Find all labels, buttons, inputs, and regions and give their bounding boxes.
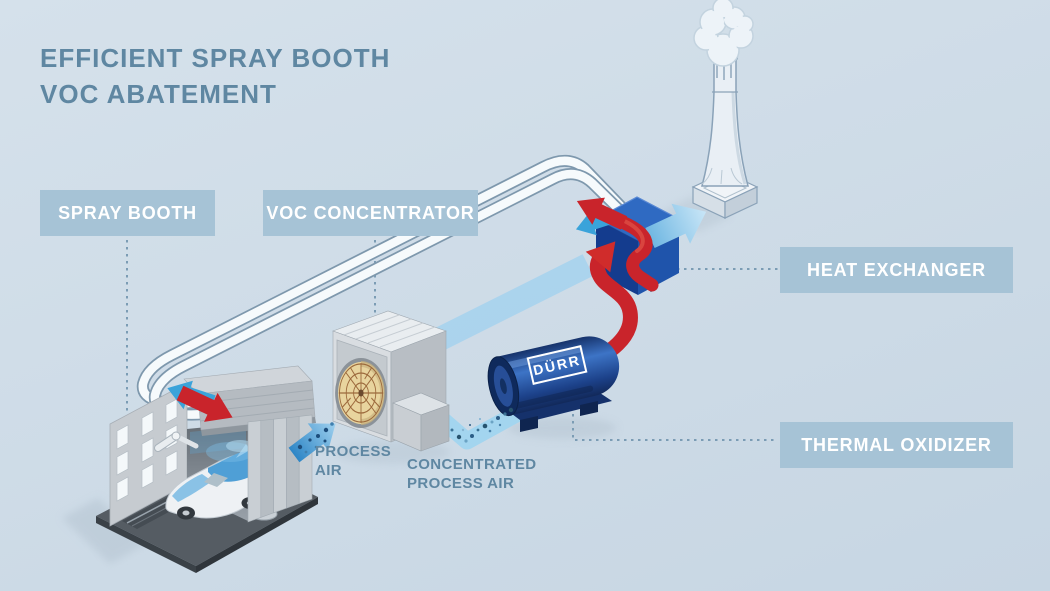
hot-gas-band: [566, 250, 638, 378]
clean-air-arrow-shape: [645, 203, 707, 248]
rotor-wheel: [335, 358, 387, 428]
leader-thermal-oxidizer: [572, 400, 778, 441]
booth-floor-edge-right: [196, 497, 318, 573]
hot-gas-s-band: [566, 241, 638, 378]
paint-mist-2: [226, 440, 254, 452]
tank-end-hub: [499, 378, 507, 394]
page-title: EFFICIENT SPRAY BOOTH VOC ABATEMENT: [40, 40, 390, 112]
paint-robot-left: [154, 431, 199, 452]
label-spray-booth: SPRAY BOOTH: [40, 190, 215, 236]
top-slat: [367, 322, 424, 344]
process-air-arrow: [288, 422, 336, 463]
booth-supply-arrow: [176, 385, 233, 422]
tank-body: [496, 336, 620, 416]
stack-base-right: [724, 186, 758, 219]
stack-shading: [731, 91, 747, 185]
spray-booth-illustration: [96, 365, 318, 573]
tank-body-group: [487, 336, 620, 417]
label-voc-concentrator: VOC CONCENTRATOR: [263, 190, 478, 236]
tank-stand: [512, 393, 612, 423]
booth-supply-arrow-shape: [176, 385, 233, 422]
title-line-1: EFFICIENT SPRAY BOOTH: [40, 43, 391, 73]
stack-flare-ridges: [701, 167, 743, 185]
label-heat-exchanger: HEAT EXCHANGER: [780, 247, 1013, 293]
annotation-line: CONCENTRATED: [407, 456, 537, 473]
annotation-concentrated-process-air: CONCENTRATED PROCESS AIR: [407, 455, 537, 493]
annotation-line: PROCESS AIR: [407, 475, 515, 492]
thermal-oxidizer-illustration: [487, 336, 620, 432]
hot-gas-out-arrow: [576, 197, 628, 230]
smoke-plume: [693, 0, 754, 67]
booth-floor-edge-left: [96, 516, 196, 573]
tank-foot-2: [580, 401, 598, 416]
top-slat: [355, 318, 412, 340]
voc-particles-process: [297, 422, 334, 454]
label-thermal-oxidizer: THERMAL OXIDIZER: [780, 422, 1013, 468]
top-slat: [343, 314, 400, 336]
smoke-fill: [696, 0, 752, 64]
annotation-line: AIR: [315, 462, 343, 479]
title-line-2: VOC ABATEMENT: [40, 79, 277, 109]
exhaust-stack: [691, 0, 759, 219]
hot-gas-u-band: [576, 197, 659, 292]
tank-lowlight: [509, 385, 594, 410]
hot-gas-arrowhead: [585, 241, 616, 273]
annotation-process-air: PROCESS AIR: [315, 442, 391, 480]
tank-highlight: [499, 345, 583, 371]
outlet-box-right: [420, 404, 450, 452]
clean-air-to-stack-arrow: [645, 203, 707, 248]
rotor-hub: [358, 389, 364, 397]
concentrated-band: [432, 405, 523, 450]
car-hood-paint: [172, 474, 212, 502]
booth-windows: [116, 398, 178, 502]
process-air-arrow-shape: [288, 423, 336, 463]
u-band-highlight: [618, 217, 645, 253]
car-windshield: [204, 473, 228, 487]
voc-concentrator-illustration: [332, 310, 450, 452]
annotation-line: PROCESS: [315, 443, 392, 460]
booth-right-wall: [247, 414, 313, 523]
car-hub-front: [182, 510, 190, 516]
top-slat: [379, 326, 436, 348]
tank-foot: [520, 416, 538, 432]
clean-air-band: [430, 254, 594, 352]
booth-shadow: [62, 498, 146, 564]
